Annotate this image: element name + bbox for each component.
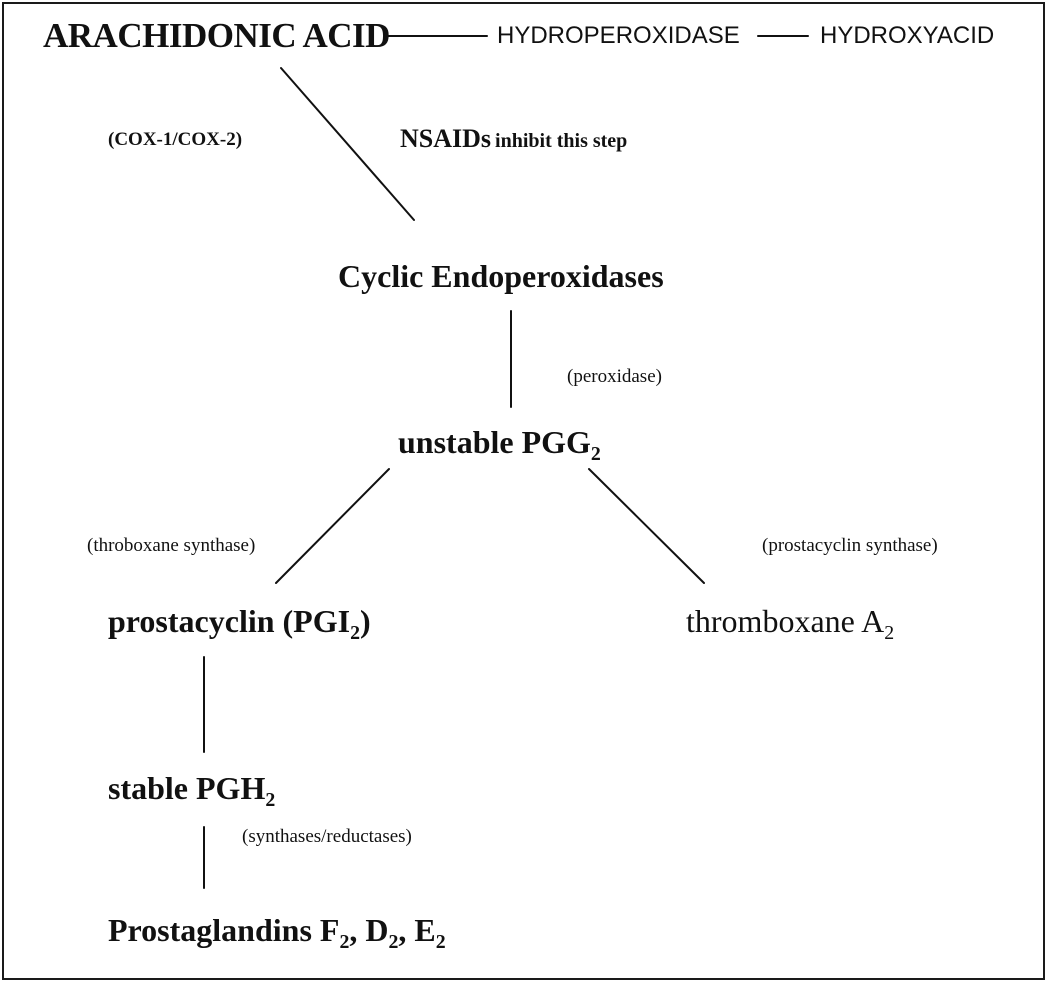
- node-prostacyclin: prostacyclin (PGI2): [108, 603, 371, 643]
- edge-arachidonic-to-cyclic: [280, 67, 415, 221]
- edge-pgg2-to-prostacyclin: [275, 468, 390, 584]
- label-synthases-reductases: (synthases/reductases): [242, 826, 412, 847]
- node-thromboxane-sub: 2: [884, 622, 895, 645]
- node-prostaglandins-text: Prostaglandins F: [108, 912, 340, 948]
- node-cyclic-endoperoxidases: Cyclic Endoperoxidases: [338, 258, 664, 294]
- node-pgg2-text: unstable PGG: [398, 424, 591, 460]
- edge-pgg2-to-thromboxane: [588, 468, 705, 584]
- node-prostacyclin-text: prostacyclin (PGI: [108, 603, 351, 639]
- node-pgh2-sub: 2: [265, 789, 276, 812]
- node-thromboxane-a2: thromboxane A2: [686, 603, 894, 643]
- node-prostaglandins-sub-f: 2: [339, 931, 350, 954]
- label-nsaids-rest: inhibit this step: [495, 130, 628, 152]
- node-stable-pgh2: stable PGH2: [108, 770, 275, 810]
- node-pgh2-text: stable PGH: [108, 770, 266, 806]
- node-hydroxyacid: HYDROXYACID: [820, 22, 995, 49]
- node-prostacyclin-suffix: ): [359, 603, 371, 639]
- node-prostaglandins: Prostaglandins F2, D2, E2: [108, 912, 446, 952]
- node-prostaglandins-mid-e: , E: [398, 912, 436, 948]
- node-prostaglandins-sub-d: 2: [388, 931, 399, 954]
- node-hydroperoxidase: HYDROPEROXIDASE: [497, 22, 740, 49]
- label-peroxidase: (peroxidase): [567, 366, 662, 387]
- node-prostacyclin-sub: 2: [350, 622, 360, 645]
- label-throboxane-synthase: (throboxane synthase): [87, 535, 256, 556]
- label-prostacyclin-synthase: (prostacyclin synthase): [762, 535, 938, 556]
- node-thromboxane-text: thromboxane A: [686, 603, 885, 639]
- node-prostaglandins-sub-e: 2: [435, 931, 446, 954]
- label-cox: (COX-1/COX-2): [108, 129, 243, 150]
- label-nsaids-bold: NSAIDs: [400, 124, 492, 153]
- node-prostaglandins-mid-d: , D: [349, 912, 389, 948]
- node-pgg2-sub: 2: [590, 443, 601, 466]
- label-nsaids: NSAIDs inhibit this step: [400, 126, 627, 152]
- node-unstable-pgg2: unstable PGG2: [398, 424, 601, 464]
- node-arachidonic-acid: ARACHIDONIC ACID: [43, 16, 390, 55]
